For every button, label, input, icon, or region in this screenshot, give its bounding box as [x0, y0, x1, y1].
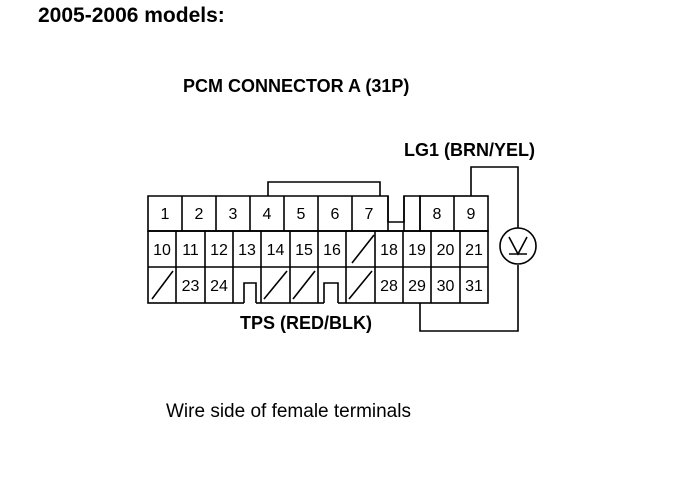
tps-wire [419, 265, 519, 332]
pin-label-11: 11 [182, 242, 199, 259]
pin-label-29: 29 [408, 278, 426, 295]
row2-dividers [175, 231, 461, 267]
pin-label-24: 24 [210, 278, 228, 295]
pin-label-23: 23 [182, 278, 200, 295]
bottom-notch-right [323, 282, 339, 303]
pin-label-16: 16 [323, 242, 341, 259]
pin-label-6: 6 [331, 206, 340, 223]
pin-label-8: 8 [433, 206, 442, 223]
pin-label-15: 15 [295, 242, 313, 259]
pin-label-10: 10 [153, 242, 171, 259]
pin-label-5: 5 [297, 206, 306, 223]
pin-label-14: 14 [267, 242, 285, 259]
voltmeter-symbol [499, 227, 537, 265]
pin-label-3: 3 [229, 206, 238, 223]
pin-label-28: 28 [380, 278, 398, 295]
pin-label-21: 21 [465, 242, 483, 259]
page-heading: 2005-2006 models: [38, 4, 225, 27]
pin-label-2: 2 [195, 206, 204, 223]
pin-label-31: 31 [465, 278, 483, 295]
voltmeter-v-mark [508, 236, 528, 256]
pin-label-12: 12 [210, 242, 228, 259]
tps-wire-label: TPS (RED/BLK) [240, 313, 372, 333]
pin-label-4: 4 [263, 206, 272, 223]
pin-label-30: 30 [437, 278, 455, 295]
row3-dividers [175, 267, 461, 303]
pin-label-9: 9 [467, 206, 476, 223]
connector-title: PCM CONNECTOR A (31P) [183, 76, 410, 96]
row1-dividers [181, 196, 455, 231]
lg1-wire-label: LG1 (BRN/YEL) [404, 140, 536, 160]
connector-latch [267, 181, 381, 196]
pin-label-18: 18 [380, 242, 398, 259]
empty-cavity-marks [151, 234, 375, 300]
pin-label-7: 7 [365, 206, 374, 223]
key-notch [387, 196, 405, 223]
pin-label-20: 20 [437, 242, 455, 259]
diagram-caption: Wire side of female terminals [166, 401, 411, 422]
pin-label-19: 19 [408, 242, 426, 259]
pin-label-13: 13 [238, 242, 256, 259]
lg1-wire [470, 166, 519, 228]
pin-label-1: 1 [161, 206, 170, 223]
bottom-notch-left [243, 282, 257, 303]
